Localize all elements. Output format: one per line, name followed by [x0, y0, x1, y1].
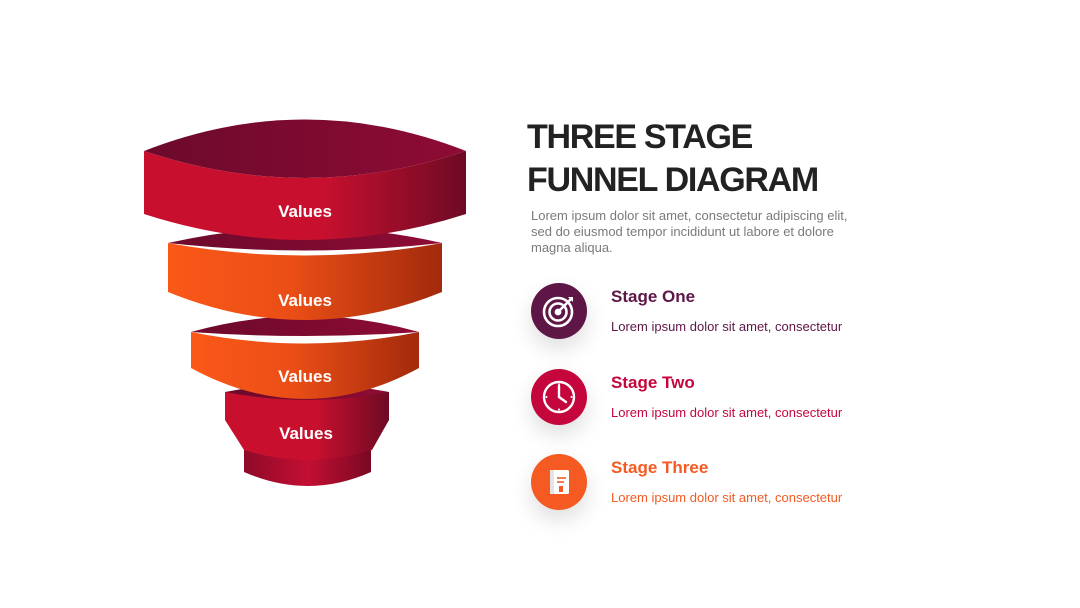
stage-one-title: Stage One [611, 287, 696, 306]
page-title-line-1: THREE STAGE [527, 118, 753, 156]
stage-three-title: Stage Three [611, 458, 709, 477]
funnel-ring-2: Values [168, 227, 442, 320]
stage-three: Stage Three Lorem ipsum dolor sit amet, … [531, 454, 891, 514]
stage-one-badge [531, 283, 587, 339]
clock-icon [542, 380, 576, 414]
book-icon [550, 470, 569, 494]
funnel-ring-1-label: Values [278, 202, 332, 221]
page-title-line-2: FUNNEL DIAGRAM [527, 161, 819, 199]
funnel-ring-3: Values [191, 316, 419, 399]
target-icon [542, 296, 574, 328]
funnel-ring-1: Values [144, 119, 466, 240]
stage-two: Stage Two Lorem ipsum dolor sit amet, co… [531, 369, 891, 429]
description-text: Lorem ipsum dolor sit amet, consectetur … [531, 208, 848, 255]
stage-two-badge [531, 369, 587, 425]
funnel-ring-4-label: Values [279, 424, 333, 443]
funnel-diagram: Values Values Values Values [144, 119, 466, 486]
funnel-ring-3-label: Values [278, 367, 332, 386]
stage-three-text: Lorem ipsum dolor sit amet, consectetur [611, 490, 843, 505]
stage-three-badge [531, 454, 587, 510]
stage-one-text: Lorem ipsum dolor sit amet, consectetur [611, 319, 843, 334]
stage-two-text: Lorem ipsum dolor sit amet, consectetur [611, 405, 843, 420]
page-title: THREE STAGE FUNNEL DIAGRAM [527, 116, 819, 202]
stage-one: Stage One Lorem ipsum dolor sit amet, co… [531, 283, 891, 343]
stage-two-title: Stage Two [611, 373, 695, 392]
funnel-ring-2-label: Values [278, 291, 332, 310]
